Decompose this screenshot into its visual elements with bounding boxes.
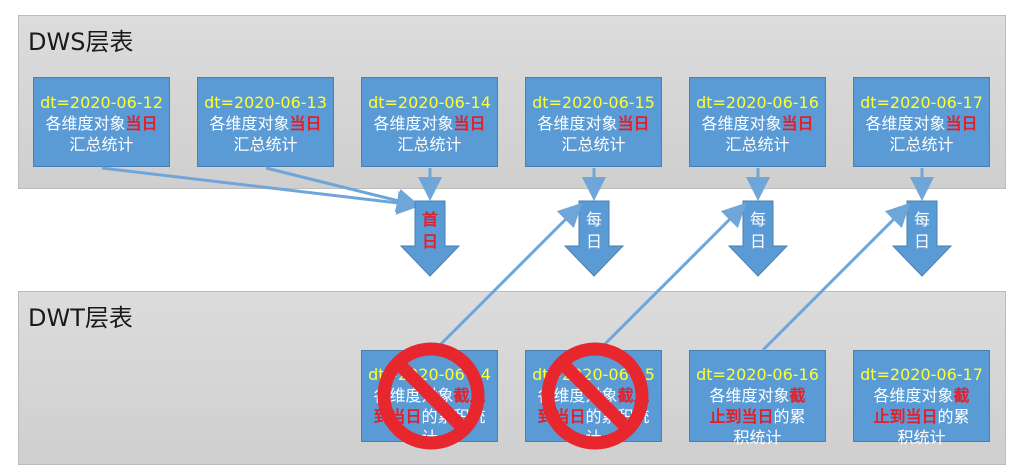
box-text: 各维度对象 bbox=[865, 114, 946, 133]
box-text: 各维度对象 bbox=[701, 114, 782, 133]
arrow-label-char: 每 bbox=[585, 210, 602, 229]
box-highlight: 当 bbox=[125, 114, 142, 133]
carry-0616-to-0617 bbox=[761, 202, 911, 352]
prohibited-icon bbox=[541, 342, 649, 450]
carry-0614-to-0615 bbox=[433, 202, 583, 352]
dws-box-0615: dt=2020-06-15 各维度对象当日汇总统计 bbox=[525, 77, 662, 167]
box-text: 汇总统计 bbox=[561, 135, 626, 154]
box-highlight: 日 bbox=[633, 114, 650, 133]
box-text: 积统计 bbox=[733, 428, 782, 447]
box-text: 各维度对象 bbox=[709, 386, 790, 405]
connector-0613 bbox=[265, 166, 421, 213]
dws-layer: DWS层表 bbox=[18, 15, 1006, 189]
box-highlight: 日 bbox=[305, 114, 322, 133]
box-text: 汇总统计 bbox=[397, 135, 462, 154]
arrow-label-char: 日 bbox=[913, 232, 930, 251]
box-text: 汇总统计 bbox=[69, 135, 134, 154]
box-highlight: 截 bbox=[789, 386, 806, 405]
box-highlight: 日 bbox=[469, 114, 486, 133]
box-date: dt=2020-06-16 bbox=[696, 365, 819, 384]
arrow-label-daily: 每 日 bbox=[747, 209, 769, 253]
arrow-label-char: 日 bbox=[585, 232, 602, 251]
dws-box-0617: dt=2020-06-17 各维度对象当日汇总统计 bbox=[853, 77, 990, 167]
box-highlight: 当 bbox=[945, 114, 962, 133]
box-text: 的累 bbox=[937, 407, 970, 426]
box-highlight: 截 bbox=[953, 386, 970, 405]
arrow-label-daily: 每 日 bbox=[911, 209, 933, 253]
dwt-layer-title: DWT层表 bbox=[28, 304, 133, 332]
dws-box-0613: dt=2020-06-13 各维度对象当日汇总统计 bbox=[197, 77, 334, 167]
box-text: 积统计 bbox=[897, 428, 946, 447]
box-highlight: 日 bbox=[141, 114, 158, 133]
arrow-label-daily: 每 日 bbox=[583, 209, 605, 253]
box-date: dt=2020-06-13 bbox=[204, 93, 327, 112]
box-text: 各维度对象 bbox=[537, 114, 618, 133]
box-date: dt=2020-06-12 bbox=[40, 93, 163, 112]
box-text: 汇总统计 bbox=[889, 135, 954, 154]
prohibited-icon bbox=[377, 342, 485, 450]
dwt-box-0616: dt=2020-06-16 各维度对象截 止到当日的累 积统计 bbox=[689, 350, 826, 447]
connector-0612 bbox=[101, 166, 421, 215]
box-highlight: 止到当日 bbox=[709, 407, 774, 426]
box-text: 各维度对象 bbox=[45, 114, 126, 133]
box-date: dt=2020-06-16 bbox=[696, 93, 819, 112]
box-date: dt=2020-06-17 bbox=[860, 365, 983, 384]
dwt-box-0617: dt=2020-06-17 各维度对象截 止到当日的累 积统计 bbox=[853, 350, 990, 447]
box-highlight: 日 bbox=[797, 114, 814, 133]
box-highlight: 当 bbox=[289, 114, 306, 133]
box-highlight: 日 bbox=[961, 114, 978, 133]
arrow-label-char: 日 bbox=[421, 232, 438, 251]
box-highlight: 当 bbox=[781, 114, 798, 133]
arrow-label-char: 首 bbox=[421, 210, 438, 229]
arrow-label-char: 每 bbox=[749, 210, 766, 229]
dws-box-0616: dt=2020-06-16 各维度对象当日汇总统计 bbox=[689, 77, 826, 167]
box-text: 各维度对象 bbox=[873, 386, 954, 405]
box-text: 的累 bbox=[773, 407, 806, 426]
box-highlight: 止到当日 bbox=[873, 407, 938, 426]
dws-layer-title: DWS层表 bbox=[28, 28, 134, 56]
dws-box-0614: dt=2020-06-14 各维度对象当日汇总统计 bbox=[361, 77, 498, 167]
arrow-label-char: 日 bbox=[749, 232, 766, 251]
box-highlight: 当 bbox=[453, 114, 470, 133]
box-date: dt=2020-06-15 bbox=[532, 93, 655, 112]
arrow-label-first: 首 日 bbox=[419, 209, 441, 253]
down-arrow-first bbox=[399, 200, 461, 277]
box-text: 各维度对象 bbox=[373, 114, 454, 133]
box-text: 汇总统计 bbox=[233, 135, 298, 154]
box-text: 汇总统计 bbox=[725, 135, 790, 154]
carry-0615-to-0616 bbox=[597, 202, 747, 352]
box-date: dt=2020-06-17 bbox=[860, 93, 983, 112]
dws-box-0612: dt=2020-06-12 各维度对象当日汇总统计 bbox=[33, 77, 170, 167]
box-highlight: 当 bbox=[617, 114, 634, 133]
box-date: dt=2020-06-14 bbox=[368, 93, 491, 112]
arrow-label-char: 每 bbox=[913, 210, 930, 229]
box-text: 各维度对象 bbox=[209, 114, 290, 133]
dwt-layer: DWT层表 bbox=[18, 291, 1006, 465]
